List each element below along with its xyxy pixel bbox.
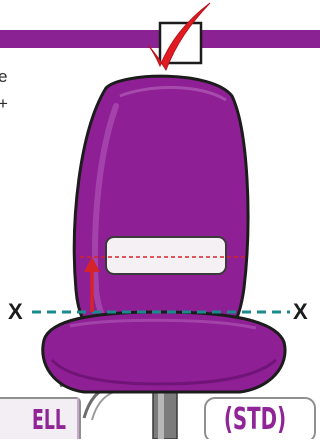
axis-x-left-label: X (8, 299, 23, 324)
seat-front-shadow (50, 358, 278, 386)
seat-top-sheen (69, 318, 257, 330)
arrow-head (84, 257, 100, 272)
axis-x-right-label: X (293, 299, 308, 324)
check-mark (147, 2, 211, 72)
bottom-tab-row (0, 397, 316, 443)
chair-stem (152, 391, 178, 440)
seat-cushion (41, 310, 287, 394)
checkbox-checked-icon (147, 2, 211, 72)
model-tab-std[interactable]: (STD) (223, 401, 287, 437)
lumbar-pad (105, 236, 227, 275)
chair-seat (41, 310, 287, 394)
model-tab-left[interactable]: ELL (32, 402, 66, 436)
arrow-up-icon (84, 257, 100, 312)
intro-text-fragment-2: + (0, 94, 8, 113)
intro-text-fragment-1: e (0, 67, 8, 86)
chair-back (72, 74, 250, 340)
stem-highlight (158, 392, 164, 439)
backrest-top-sheen (119, 85, 227, 102)
